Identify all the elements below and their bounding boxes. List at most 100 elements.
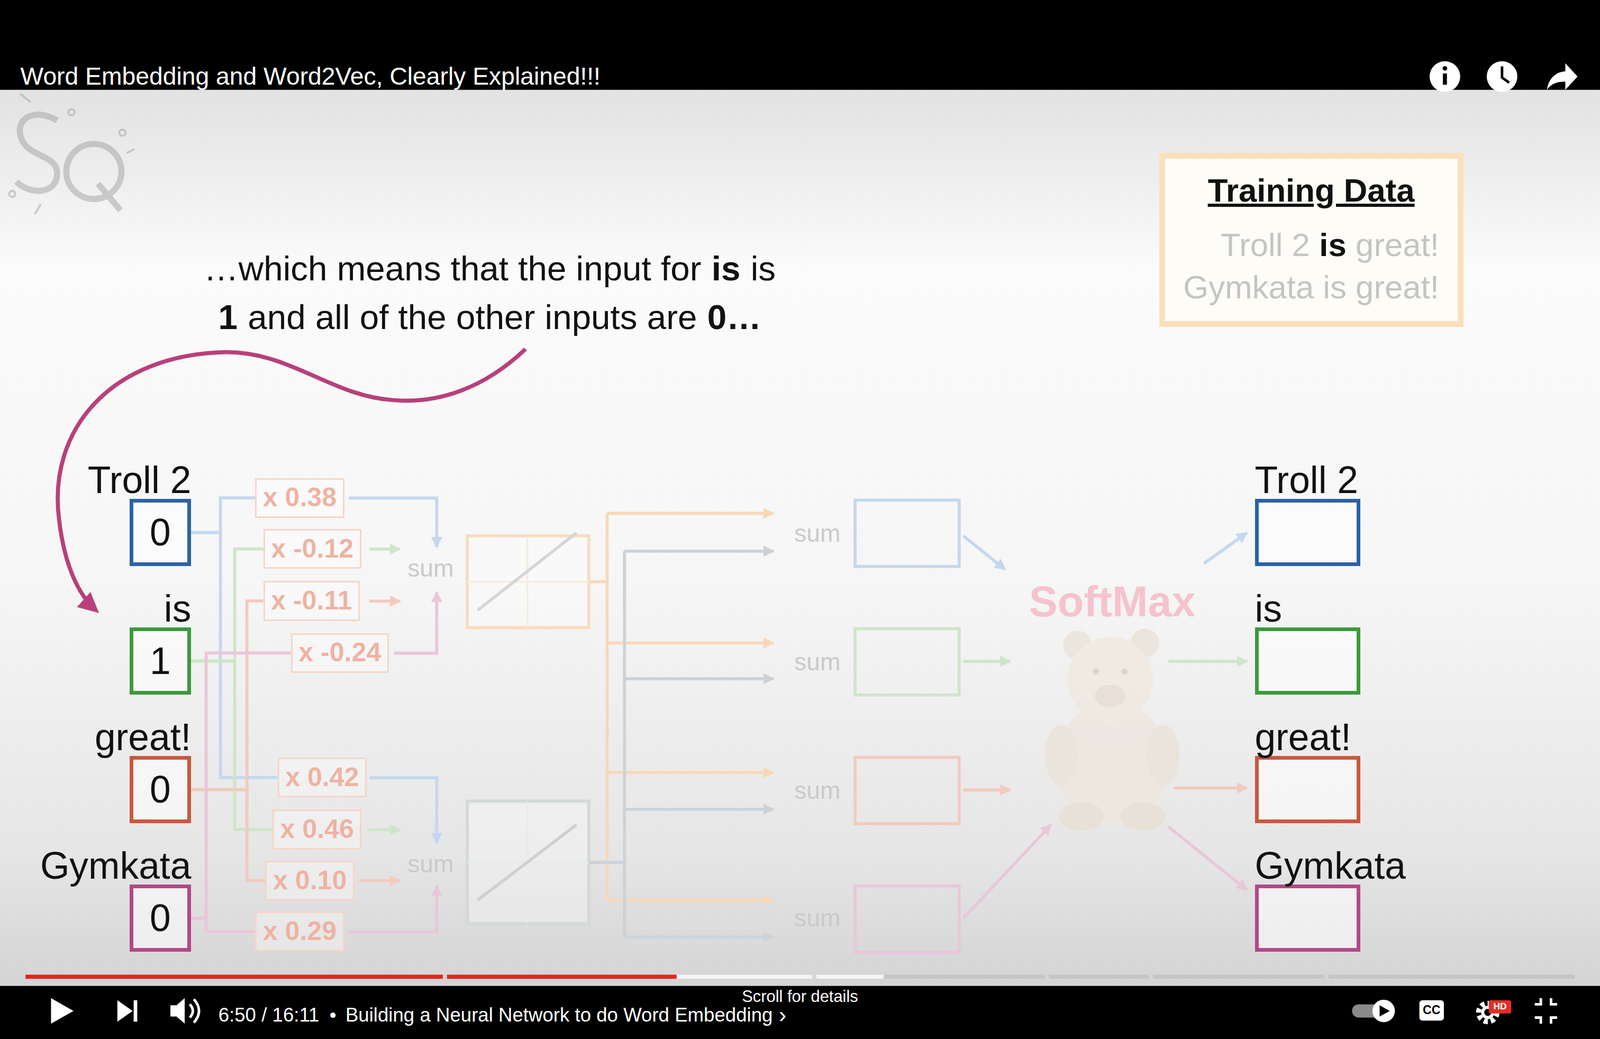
faded-network bbox=[1204, 532, 1248, 564]
training-sentence: Gymkata is great! bbox=[1183, 266, 1440, 309]
faded-network bbox=[1173, 786, 1248, 790]
channel-logo bbox=[97, 183, 121, 211]
weight-box: x 0.29 bbox=[255, 911, 345, 952]
faded-network bbox=[393, 592, 437, 654]
channel-logo bbox=[8, 191, 16, 198]
weight-value: x 0.46 bbox=[279, 814, 354, 845]
output-label: great! bbox=[1254, 716, 1351, 758]
connector-line bbox=[191, 497, 256, 533]
weight-value: x 0.42 bbox=[285, 762, 359, 794]
faded-network bbox=[855, 500, 960, 567]
hd-badge: HD bbox=[1493, 1001, 1507, 1013]
input-box: is1 bbox=[129, 627, 192, 695]
input-value: 0 bbox=[149, 897, 171, 939]
teddy-bear bbox=[1147, 724, 1180, 787]
input-box: Gymkata0 bbox=[129, 884, 192, 952]
faded-network bbox=[369, 599, 400, 603]
top-icons bbox=[1502, 66, 1510, 83]
faded-network bbox=[588, 513, 608, 900]
channel-logo bbox=[119, 129, 126, 136]
callout-text: and all of the other inputs are bbox=[247, 297, 697, 338]
callout-text: …which means that the input for bbox=[203, 248, 702, 289]
sum-label: sum bbox=[794, 776, 841, 805]
faded-network bbox=[607, 771, 774, 775]
weight-box: x 0.42 bbox=[277, 757, 368, 798]
teddy-bear bbox=[1044, 724, 1078, 787]
chapter-chevron: › bbox=[778, 1002, 787, 1029]
top-icons bbox=[1442, 73, 1448, 85]
player-controls bbox=[50, 998, 74, 1024]
sum-label: sum bbox=[407, 554, 454, 583]
weight-box: x -0.12 bbox=[263, 529, 362, 569]
sum-label: sum bbox=[407, 850, 454, 879]
faded-network bbox=[467, 535, 589, 629]
training-data-box: Training DataTroll 2isgreat!Gymkata is g… bbox=[1159, 152, 1464, 327]
input-box: great!0 bbox=[129, 756, 192, 824]
faded-network bbox=[467, 801, 589, 924]
time-display: 6:50 / 16:11 bbox=[218, 1004, 320, 1027]
connector-line bbox=[191, 789, 266, 881]
teddy-bear bbox=[1120, 802, 1166, 831]
output-label: Gymkata bbox=[1254, 844, 1406, 887]
cc-icon: CC bbox=[1422, 1003, 1441, 1018]
faded-network bbox=[624, 935, 774, 939]
player-controls bbox=[1372, 1000, 1395, 1023]
channel-logo bbox=[66, 143, 122, 199]
weight-box: x -0.11 bbox=[263, 580, 360, 621]
output-box: Gymkata bbox=[1255, 884, 1361, 952]
output-box: Troll 2 bbox=[1255, 498, 1361, 567]
training-data-heading: Training Data bbox=[1183, 169, 1440, 212]
faded-network bbox=[607, 898, 774, 903]
output-box: is bbox=[1255, 627, 1361, 695]
top-icons bbox=[1486, 61, 1518, 93]
faded-network bbox=[467, 801, 589, 924]
progress-bar bbox=[1328, 974, 1575, 979]
teddy-bear bbox=[1059, 802, 1105, 831]
weight-value: x -0.24 bbox=[298, 637, 381, 669]
channel-logo bbox=[20, 93, 135, 215]
video-ground bbox=[0, 89, 1600, 987]
input-label: great! bbox=[94, 716, 192, 758]
sum-label: sum bbox=[794, 904, 841, 933]
faded-network bbox=[369, 777, 437, 843]
faded-network bbox=[369, 547, 400, 551]
weight-box: x -0.24 bbox=[291, 633, 389, 674]
input-box: Troll 20 bbox=[129, 498, 192, 567]
faded-network bbox=[477, 824, 577, 901]
training-sentence: Troll 2 bbox=[1220, 223, 1311, 267]
callout-bold-word: 0… bbox=[707, 297, 762, 338]
teddy-bear bbox=[1067, 637, 1153, 723]
training-sentence-line: Troll 2isgreat! bbox=[1183, 223, 1440, 267]
faded-network bbox=[1168, 659, 1248, 663]
softmax-label: SoftMax bbox=[1029, 577, 1196, 627]
training-sentence: great! bbox=[1355, 223, 1440, 267]
player-controls bbox=[133, 1000, 138, 1023]
connector-line bbox=[191, 918, 256, 932]
weight-value: x 0.10 bbox=[273, 865, 347, 897]
top-icons bbox=[1547, 63, 1578, 90]
player-controls bbox=[117, 1000, 133, 1023]
input-label: is bbox=[164, 587, 192, 630]
faded-network bbox=[855, 757, 960, 824]
faded-network bbox=[349, 497, 438, 548]
faded-network bbox=[477, 532, 577, 611]
teddy-bear bbox=[1044, 628, 1180, 831]
faded-network bbox=[607, 641, 774, 645]
faded-network bbox=[963, 824, 1052, 919]
faded-network bbox=[624, 807, 774, 812]
channel-logo bbox=[68, 108, 75, 116]
faded-network bbox=[963, 788, 1011, 792]
input-value: 0 bbox=[149, 768, 171, 811]
input-value: 0 bbox=[149, 511, 171, 553]
top-icons bbox=[1442, 66, 1448, 71]
faded-network bbox=[855, 886, 960, 953]
output-box: great! bbox=[1255, 756, 1361, 824]
video-title: Word Embedding and Word2Vec, Clearly Exp… bbox=[20, 61, 601, 92]
player-controls bbox=[1379, 1005, 1390, 1017]
progress-bar bbox=[25, 974, 443, 979]
weight-box: x 0.10 bbox=[265, 860, 355, 901]
weight-box: x 0.38 bbox=[255, 478, 345, 518]
weight-value: x 0.38 bbox=[262, 482, 337, 514]
callout-bold-word: 1 bbox=[218, 297, 238, 338]
